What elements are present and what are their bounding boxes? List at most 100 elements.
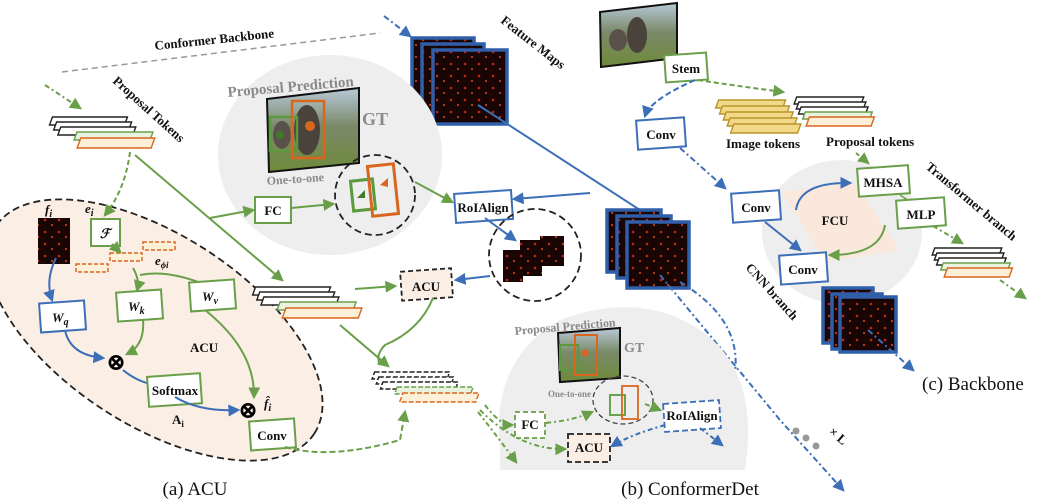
bottom-blue-arrows (609, 424, 724, 448)
backbone-out-arrow (867, 329, 915, 372)
ellipsis-dots (792, 427, 820, 450)
output-tokens-arrow (999, 279, 1027, 300)
ai-label: Ai (172, 412, 184, 429)
gt-label-2: GT (624, 341, 645, 356)
conv-label-3: Conv (788, 262, 818, 277)
mlp-label: MLP (907, 207, 936, 222)
roialign-box (453, 188, 515, 224)
acu-box (399, 267, 454, 302)
matmul-icon-2: ⊗ (238, 398, 258, 424)
ephi-label: eϕi (155, 253, 169, 270)
to-fc-arrow (209, 205, 256, 219)
acu-box-label-2: ACU (575, 440, 604, 455)
acu-detail-panel (0, 198, 324, 462)
roi-features-circle (488, 208, 582, 302)
wv-label: Wv (202, 289, 219, 307)
softmax-box (145, 372, 204, 408)
wk-to-mult (124, 319, 145, 356)
conv-label-1: Conv (646, 127, 676, 142)
tokens-to-bottom-arrow (339, 324, 390, 368)
cnn-to-transformer-arrow (795, 176, 853, 211)
mlp-box (895, 196, 947, 230)
backbone-proposal-tokens-label: Proposal tokens (826, 134, 914, 149)
fc-box-2 (514, 411, 546, 439)
mhsa-label: MHSA (864, 175, 904, 190)
fi-to-wq (43, 257, 57, 303)
backbone-divider (61, 32, 381, 73)
conv2-to-conv3-arrow (764, 221, 802, 252)
roialign-label-2: RoIAlign (666, 408, 718, 423)
roialign-out-arrow (484, 217, 517, 242)
roi-features (503, 236, 564, 282)
one-to-one-label: One-to-one (266, 170, 325, 188)
feature-maps-middle (605, 208, 691, 290)
acu-title: ACU (190, 340, 219, 355)
ephi-to-wk (132, 267, 146, 293)
acu-conv-box (248, 417, 298, 452)
conv-label-2: Conv (741, 200, 771, 215)
fc-label: FC (264, 203, 281, 218)
transformer-to-cnn-arrow (827, 224, 886, 261)
ei-label: ei (85, 201, 94, 219)
caption-b: (b) ConformerDet (621, 479, 759, 500)
acu-box-2 (567, 433, 611, 463)
wv-to-mult2 (204, 309, 261, 400)
matmul-icon: ⊗ (106, 350, 126, 376)
tokens-to-acu-arrow (354, 280, 398, 293)
tokens-to-mhsa-arrow (855, 152, 870, 165)
feature-line (477, 104, 641, 211)
feature-maps-top (410, 36, 509, 126)
mlp-out-arrow (932, 225, 965, 245)
input-arrow (44, 84, 83, 110)
wq-box (38, 299, 88, 334)
wv-box (188, 278, 238, 313)
stem-to-tokens-arrow (697, 79, 786, 97)
feature-map-fi (38, 218, 70, 264)
bottom-arrows (477, 400, 663, 464)
fhat-label: f̂i (264, 396, 271, 414)
fc-arrow (290, 198, 336, 211)
image-tokens-stack (714, 99, 802, 134)
ephi-to-wv (139, 272, 199, 283)
proposal-tokens-stack (48, 116, 156, 149)
roialign-box-2 (662, 399, 722, 433)
acu-box-label: ACU (412, 279, 441, 294)
acu-out-arrow (284, 409, 410, 454)
wq-to-mult (64, 329, 106, 364)
fcu-region (782, 183, 900, 262)
conv1-to-conv2-arrow (679, 147, 727, 190)
times-l-label: × L (826, 424, 851, 448)
stem-to-conv-arrow (642, 79, 696, 119)
wk-label: Wk (128, 299, 145, 317)
bottom-tokens-stack (371, 371, 480, 403)
matching-circle (334, 154, 416, 236)
acu-conv-label: Conv (257, 428, 287, 443)
feature-maps-backbone (821, 286, 898, 354)
output-tokens-stack (931, 247, 1014, 278)
conv-box-3 (778, 251, 830, 286)
elephant-image (265, 86, 360, 174)
tokens-to-F-arrow (103, 151, 131, 217)
elephant-image-2 (556, 326, 621, 384)
matching-circle-2 (592, 375, 654, 425)
image-tokens-label: Image tokens (726, 136, 800, 151)
gt-label: GT (362, 109, 388, 129)
dynamic-tokens (75, 241, 176, 273)
one-to-one-label-2: One-to-one (548, 389, 591, 399)
fcu-label: FCU (822, 213, 849, 228)
caption-a: (a) ACU (163, 479, 228, 500)
roi-to-acu-arrow (453, 272, 491, 285)
softmax-to-mult2 (174, 396, 241, 417)
input-image (598, 1, 678, 69)
wq-label: Wq (52, 310, 69, 328)
tokens-to-middle-arrow (134, 154, 284, 282)
fc-label-2: FC (521, 417, 538, 432)
stem-label: Stem (672, 61, 700, 76)
conv-box-2 (730, 189, 783, 224)
backbone-proposal-tokens-stack (793, 96, 876, 127)
acu-to-bottom-arrow (377, 297, 434, 366)
stem-box (663, 51, 709, 84)
conformer-backbone-label: Conformer Backbone (154, 25, 275, 52)
backbone-arrow (383, 15, 412, 38)
